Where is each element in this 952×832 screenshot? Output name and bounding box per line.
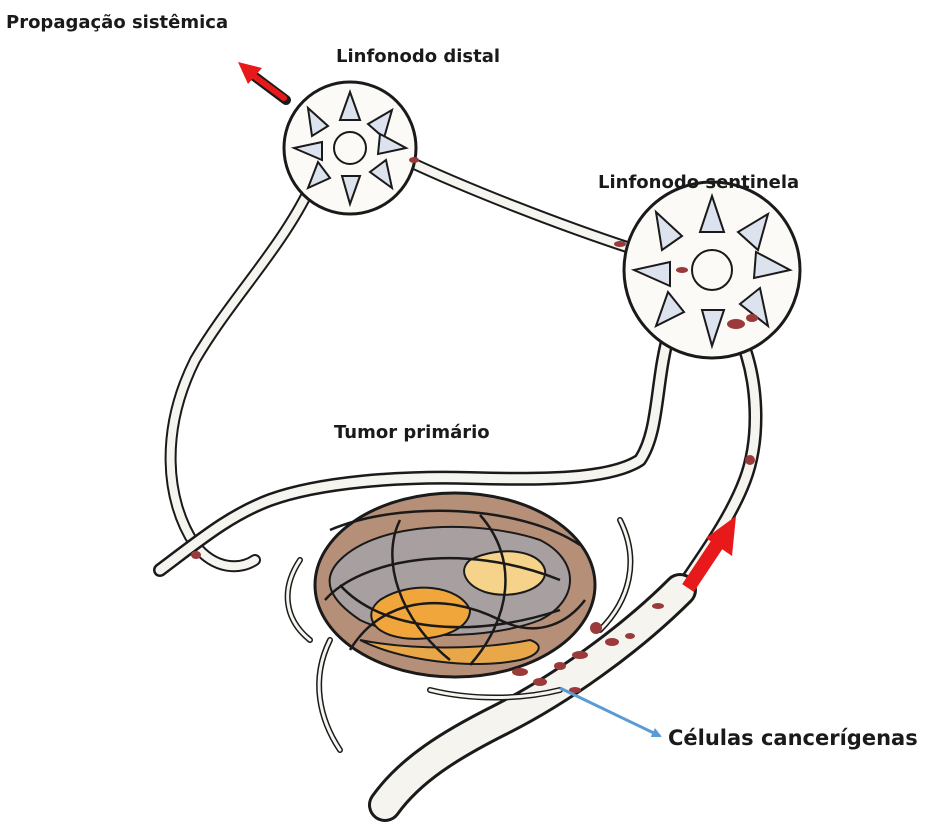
- label-cancer-cells: Células cancerígenas: [668, 726, 918, 750]
- distal-lymph-node: [284, 82, 416, 214]
- vessel-flow-arrow: [688, 516, 736, 588]
- label-sentinel-node: Linfonodo sentinela: [598, 172, 799, 193]
- cancer-cells-pointer-arrow: [560, 688, 660, 736]
- label-distal-node: Linfonodo distal: [336, 46, 500, 67]
- label-primary-tumor: Tumor primário: [334, 422, 490, 443]
- systemic-spread-arrow: [238, 62, 286, 100]
- sentinel-lymph-node: [624, 182, 800, 358]
- label-systemic-spread: Propagação sistêmica: [6, 12, 228, 33]
